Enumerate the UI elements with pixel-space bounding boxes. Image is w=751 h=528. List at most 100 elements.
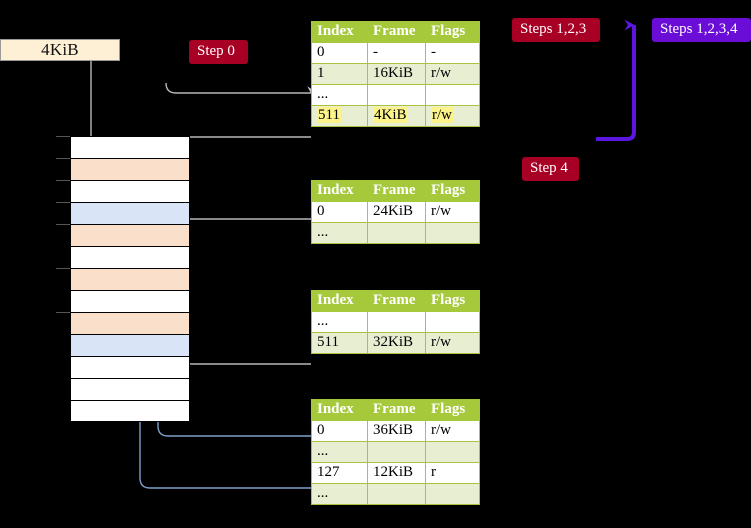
table-cell: 0 xyxy=(311,201,368,223)
column-header-frame: Frame xyxy=(367,290,426,312)
table-row: ... xyxy=(311,222,480,244)
table-cell: ... xyxy=(311,222,368,244)
table-cell: 0 xyxy=(311,420,368,442)
table-cell: 511 xyxy=(311,332,368,354)
size-label-text: 4KiB xyxy=(41,40,79,59)
table-cell: r xyxy=(425,462,480,484)
table-cell: 127 xyxy=(311,462,368,484)
frame-tick-mark xyxy=(56,268,70,269)
table-cell xyxy=(425,222,480,244)
memory-frame-row xyxy=(70,400,190,422)
frame-tick-mark xyxy=(56,202,70,203)
table-cell: 511 xyxy=(311,105,368,127)
table-cell xyxy=(425,84,480,106)
frame-tick-mark xyxy=(56,158,70,159)
memory-frame-row xyxy=(70,290,190,312)
column-header-index: Index xyxy=(311,399,368,421)
frame-tick-mark xyxy=(56,180,70,181)
memory-frame-row xyxy=(70,378,190,400)
badge-steps-123: Steps 1,2,3 xyxy=(512,18,600,42)
table-cell xyxy=(367,311,426,333)
memory-frame-row xyxy=(70,136,190,158)
table-cell xyxy=(425,483,480,505)
table-cell: - xyxy=(367,42,426,64)
column-header-flags: Flags xyxy=(425,290,480,312)
table-cell: r/w xyxy=(425,201,480,223)
column-header-frame: Frame xyxy=(367,180,426,202)
memory-frame-row xyxy=(70,268,190,290)
column-header-index: Index xyxy=(311,21,368,43)
frame-tick-mark xyxy=(56,224,70,225)
table-cell: ... xyxy=(311,311,368,333)
table-cell: 24KiB xyxy=(367,201,426,223)
table-cell xyxy=(367,441,426,463)
highlighted-value: r/w xyxy=(431,107,453,123)
table-cell: r/w xyxy=(425,63,480,85)
table-cell: 1 xyxy=(311,63,368,85)
table-cell xyxy=(367,84,426,106)
column-header-flags: Flags xyxy=(425,399,480,421)
table-cell: - xyxy=(425,42,480,64)
column-header-index: Index xyxy=(311,290,368,312)
frame-tick-mark xyxy=(56,136,70,137)
table-cell: 12KiB xyxy=(367,462,426,484)
column-header-flags: Flags xyxy=(425,21,480,43)
frame-tick-mark xyxy=(56,312,70,313)
table-row: ... xyxy=(311,483,480,505)
table-cell: 0 xyxy=(311,42,368,64)
memory-frame-row xyxy=(70,180,190,202)
highlighted-value: 511 xyxy=(317,107,341,123)
memory-frame-row xyxy=(70,356,190,378)
column-header-index: Index xyxy=(311,180,368,202)
size-label-box: 4KiB xyxy=(0,39,120,61)
table-cell: r/w xyxy=(425,105,480,127)
badge-step-0: Step 0 xyxy=(189,40,248,64)
physical-memory-column xyxy=(70,136,190,422)
table-cell xyxy=(425,441,480,463)
table-row: 0-- xyxy=(311,42,480,64)
table-cell: ... xyxy=(311,84,368,106)
badge-steps-1234: Steps 1,2,3,4 xyxy=(652,18,751,42)
table-cell xyxy=(425,311,480,333)
memory-frame-row xyxy=(70,202,190,224)
table-cell: r/w xyxy=(425,420,480,442)
badge-step-4: Step 4 xyxy=(522,157,579,181)
column-header-frame: Frame xyxy=(367,21,426,43)
column-header-flags: Flags xyxy=(425,180,480,202)
table-cell: 36KiB xyxy=(367,420,426,442)
connector-pdpt-to-mem xyxy=(175,218,311,266)
table-cell xyxy=(367,222,426,244)
table-cell: 4KiB xyxy=(367,105,426,127)
table-cell: 32KiB xyxy=(367,332,426,354)
connector-root-down xyxy=(165,82,315,94)
column-header-frame: Frame xyxy=(367,399,426,421)
table-row: ... xyxy=(311,441,480,463)
table-row: ... xyxy=(311,84,480,106)
memory-frame-row xyxy=(70,334,190,356)
memory-frame-row xyxy=(70,158,190,180)
steps-bracket-arrow xyxy=(596,19,636,141)
table-cell: ... xyxy=(311,483,368,505)
table-cell: ... xyxy=(311,441,368,463)
table-row: 511 4KiB r/w xyxy=(311,105,480,127)
table-cell xyxy=(367,483,426,505)
table-cell: r/w xyxy=(425,332,480,354)
highlighted-value: 4KiB xyxy=(373,107,408,123)
memory-frame-row xyxy=(70,246,190,268)
table-row: ... xyxy=(311,311,480,333)
connector-pd-to-mem xyxy=(175,313,311,365)
